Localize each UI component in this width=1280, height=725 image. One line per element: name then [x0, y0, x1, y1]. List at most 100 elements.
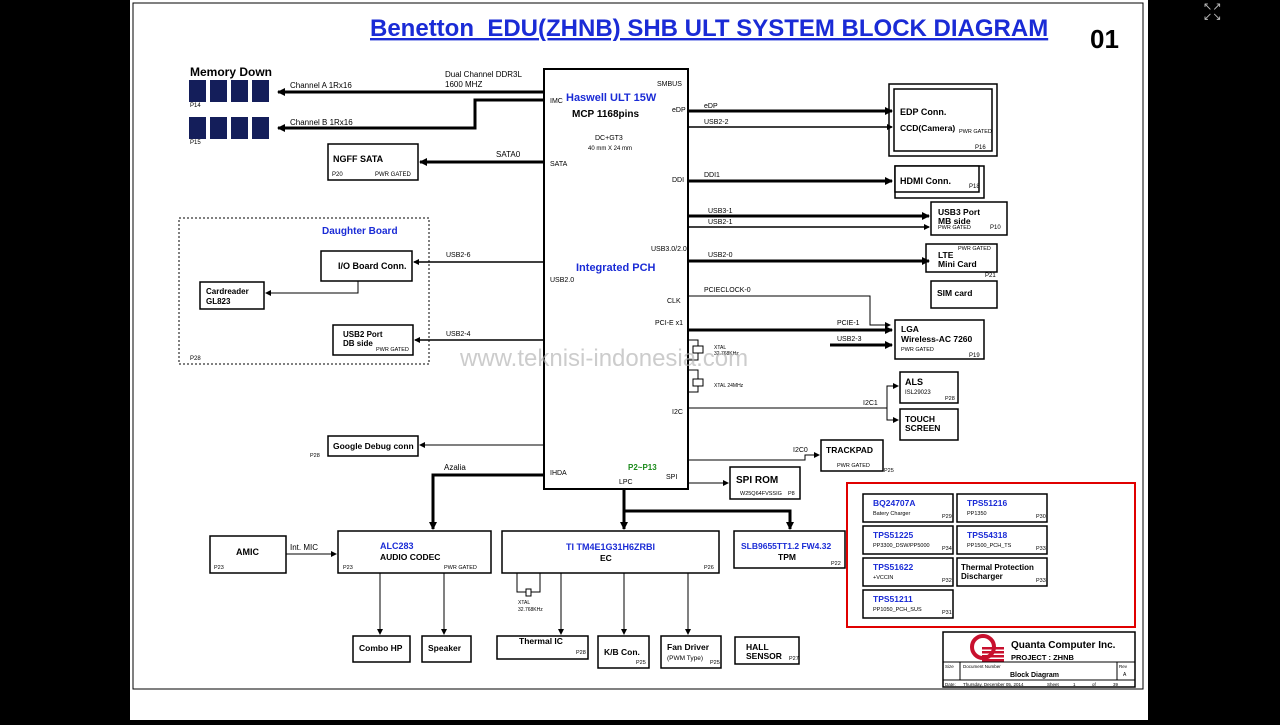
lte-p: P21 — [985, 273, 996, 279]
intmic-label: Int. MIC — [290, 543, 318, 552]
power-highlight-box — [846, 482, 1136, 628]
power-regulator-name: BQ24707A — [873, 498, 916, 508]
cpu-title: Haswell ULT 15W — [566, 92, 657, 104]
pcie1-label: PCIE-1 — [837, 320, 860, 327]
als-title: ALS — [905, 377, 923, 387]
tpm-p: P22 — [831, 561, 841, 567]
kb-conn-block — [597, 635, 650, 669]
usb31-label: USB3-1 — [708, 208, 733, 215]
i2c0-label: I2C0 — [793, 447, 808, 454]
google-debug-block — [327, 435, 419, 457]
project-label: PROJECT : ZHNB — [1011, 653, 1075, 662]
io-board-block — [320, 250, 413, 282]
spi-rom-p: P8 — [788, 491, 795, 497]
memory-p14: P14 — [190, 103, 201, 109]
tpm-sub: TPM — [778, 552, 796, 562]
ngff-title: NGFF SATA — [333, 154, 384, 164]
amic-title: AMIC — [236, 547, 259, 557]
hall-p: P27 — [789, 656, 799, 662]
daughter-title: Daughter Board — [322, 226, 398, 237]
fan-driver-block — [660, 635, 722, 669]
thermal-ic-block — [496, 635, 589, 660]
audio-codec-sub: AUDIO CODEC — [380, 552, 440, 562]
cpu-pages: P2~P13 — [628, 463, 657, 472]
trackpad-block — [820, 439, 884, 472]
company-name: Quanta Computer Inc. — [1011, 640, 1116, 651]
daughter-board-region — [178, 217, 430, 365]
cardreader-part: GL823 — [206, 297, 231, 306]
lga-pwr: PWR GATED — [901, 347, 934, 353]
tpm-block — [733, 530, 846, 569]
kb-conn-title: K/B Con. — [604, 647, 640, 657]
lpc-bus — [620, 489, 794, 530]
usb3-pwr: PWR GATED — [938, 225, 971, 231]
thermal-ic-p: P28 — [576, 650, 586, 656]
pin-usb30: USB3.0/2.0 — [651, 246, 687, 253]
memory-title: Memory Down — [190, 65, 272, 79]
pin-ihda: IHDA — [550, 470, 567, 477]
trackpad-p: P25 — [884, 468, 894, 474]
edp-ccd: CCD(Camera) — [900, 123, 955, 133]
touch-sub: SCREEN — [905, 423, 940, 433]
power-regulator-desc: PP3300_DSW/PP5000 — [873, 543, 930, 549]
power-regulator-name: TPS51225 — [873, 530, 913, 540]
date-value: Thursday, December 05, 2014 — [963, 682, 1024, 687]
google-debug-p: P28 — [310, 453, 320, 459]
pin-edp: eDP — [672, 107, 686, 114]
sim-block — [930, 280, 998, 309]
usb3-title: USB3 Port — [938, 207, 980, 217]
sata-label: SATA0 — [496, 150, 521, 159]
cpu-block — [543, 68, 689, 490]
date-label: Date: — [945, 682, 956, 687]
audio-codec-block — [337, 530, 492, 574]
xtal-24m — [688, 369, 704, 393]
fullscreen-icon[interactable]: ↖↗↙↘ — [1203, 0, 1222, 23]
als-block — [899, 371, 959, 404]
usb22-label: USB2-2 — [704, 119, 729, 126]
lga-p: P19 — [969, 353, 980, 359]
power-regulator-page: P31 — [942, 610, 952, 616]
title-block: Quanta Computer Inc. PROJECT : ZHNB Size… — [942, 631, 1136, 688]
usb24-label: USB2-4 — [446, 331, 471, 338]
memory-chips-b — [189, 117, 269, 139]
size-label: Size — [945, 664, 954, 669]
watermark: www.teknisi-indonesia.com — [459, 345, 748, 372]
power-regulator-desc: Batery Charger — [873, 511, 910, 517]
ec-xtal — [516, 573, 541, 597]
tpm-title: SLB9655TT1.2 FW4.32 — [741, 541, 832, 551]
kb-conn-p: P25 — [636, 660, 646, 666]
schematic-sheet: Benetton_EDU(ZHNB) SHB ULT SYSTEM BLOCK … — [130, 0, 1148, 720]
hall-sensor-block — [734, 636, 800, 665]
usb3-sub: MB side — [938, 216, 971, 226]
sheet-value: 1 — [1073, 682, 1076, 687]
amic-block — [209, 535, 287, 574]
speaker-title: Speaker — [428, 643, 462, 653]
doc-label: Document Number — [963, 664, 1001, 669]
audio-codec-title: ALC283 — [380, 541, 414, 551]
usb3-block — [930, 201, 1008, 236]
ddr-label-2: 1600 MHZ — [445, 80, 482, 89]
power-regulator-name: TPS51211 — [873, 594, 913, 604]
io-board-title: I/O Board Conn. — [338, 261, 407, 271]
cpu-gt: DC+GT3 — [595, 135, 623, 142]
ngff-p: P20 — [332, 172, 343, 178]
fan-driver-sub: (PWM Type) — [667, 655, 703, 662]
hall-sub: SENSOR — [746, 651, 782, 661]
cardreader-block — [199, 281, 265, 310]
i2c1-label: I2C1 — [863, 400, 878, 407]
power-regulator-desc: Discharger — [961, 572, 1003, 581]
lga-sub: Wireless-AC 7260 — [901, 334, 973, 344]
daughter-p28: P28 — [190, 356, 201, 362]
power-regulator-page: P29 — [942, 514, 952, 520]
google-debug-title: Google Debug conn — [333, 441, 414, 451]
thermal-ic-title: Thermal IC — [519, 636, 563, 646]
power-regulator-desc: PP1500_PCH_TS — [967, 543, 1012, 549]
xtal-c-label: XTAL — [518, 600, 530, 606]
block-diagram: Benetton_EDU(ZHNB) SHB ULT SYSTEM BLOCK … — [132, 2, 1144, 690]
pin-usb20: USB2.0 — [550, 277, 574, 284]
pin-ddi: DDI — [672, 177, 684, 184]
channel-a-label: Channel A 1Rx16 — [290, 81, 352, 90]
